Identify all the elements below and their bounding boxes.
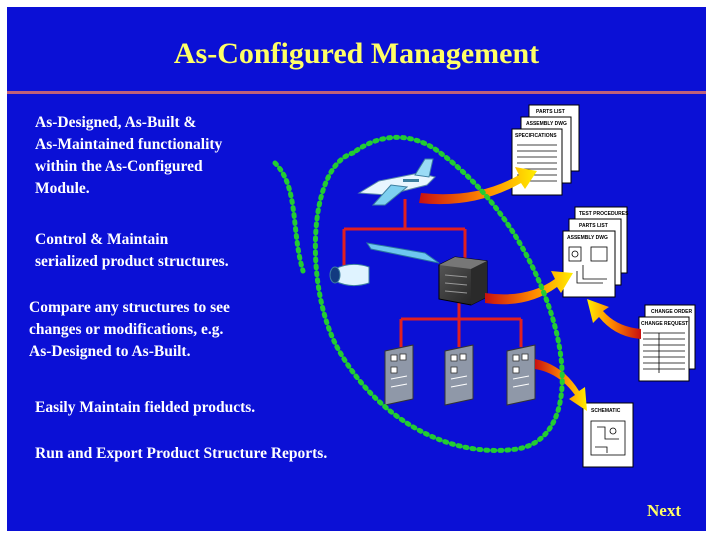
tree-lines xyxy=(342,199,523,347)
bullet-line: As-Designed, As-Built & xyxy=(35,114,197,131)
document-schematic: SCHEMATIC xyxy=(582,402,634,468)
next-button[interactable]: Next xyxy=(647,501,681,520)
wing-icon xyxy=(365,242,440,264)
bullet-line: As-Designed to As-Built. xyxy=(29,343,191,360)
bullet-line: Control & Maintain xyxy=(35,231,169,248)
slide: PARTS LIST ASSEMBLY DWG SPECIFICATIONS T… xyxy=(7,7,706,531)
doc-label-assembly-dwg: ASSEMBLY DWG xyxy=(567,235,608,241)
doc-label-change-order: CHANGE ORDER xyxy=(651,309,693,315)
nose-cone-icon xyxy=(329,263,370,287)
bullet-line: Module. xyxy=(35,180,90,197)
doc-label-specifications: SPECIFICATIONS xyxy=(515,133,557,139)
arrow-box-to-assembly xyxy=(485,271,573,305)
bullet-line: Run and Export Product Structure Reports… xyxy=(35,445,328,462)
bullet-line: Compare any structures to see xyxy=(29,299,230,316)
doc-label-parts-list: PARTS LIST xyxy=(536,109,565,115)
title-divider xyxy=(7,91,706,94)
doc-label-schematic: SCHEMATIC xyxy=(591,408,621,414)
doc-label-change-request: CHANGE REQUEST xyxy=(641,321,688,327)
bullet-line: Easily Maintain fielded products. xyxy=(35,399,256,416)
doc-label-assembly-dwg: ASSEMBLY DWG xyxy=(526,121,567,127)
doc-label-test-procedures: TEST PROCEDURES xyxy=(579,211,629,217)
dotted-loop xyxy=(272,134,565,453)
structure-diagram: PARTS LIST ASSEMBLY DWG SPECIFICATIONS T… xyxy=(272,104,696,468)
bullet-compare-structures: Compare any structures to see changes or… xyxy=(29,297,230,363)
arrow-aircraft-to-specs xyxy=(419,167,537,205)
bullet-as-configured: As-Designed, As-Built & As-Maintained fu… xyxy=(35,112,222,200)
document-stack-specs: PARTS LIST ASSEMBLY DWG SPECIFICATIONS xyxy=(511,104,580,196)
bullet-fielded-products: Easily Maintain fielded products. xyxy=(35,397,255,419)
doc-label-parts-list: PARTS LIST xyxy=(579,223,608,229)
document-stack-assembly: TEST PROCEDURES PARTS LIST ASSEMBLY DWG xyxy=(562,206,629,298)
document-stack-change-order: CHANGE ORDER CHANGE REQUEST xyxy=(638,304,696,382)
arrow-change-order-to-assembly xyxy=(587,299,641,339)
aircraft-icon xyxy=(357,158,436,206)
bullet-control-maintain: Control & Maintain serialized product st… xyxy=(35,229,229,273)
circuit-board-icon xyxy=(444,344,474,406)
circuit-board-icon xyxy=(506,344,536,406)
component-box-icon xyxy=(438,256,488,306)
bullet-line: within the As-Configured xyxy=(35,158,203,175)
bullet-line: As-Maintained functionality xyxy=(35,136,223,153)
circuit-board-icon xyxy=(384,344,414,406)
bullet-reports: Run and Export Product Structure Reports… xyxy=(35,443,327,465)
bullet-line: serialized product structures. xyxy=(35,253,229,270)
slide-title: As-Configured Management xyxy=(173,37,540,70)
flow-arrows xyxy=(419,167,641,411)
bullet-line: changes or modifications, e.g. xyxy=(29,321,224,338)
arrow-board-to-schematic xyxy=(535,359,587,411)
